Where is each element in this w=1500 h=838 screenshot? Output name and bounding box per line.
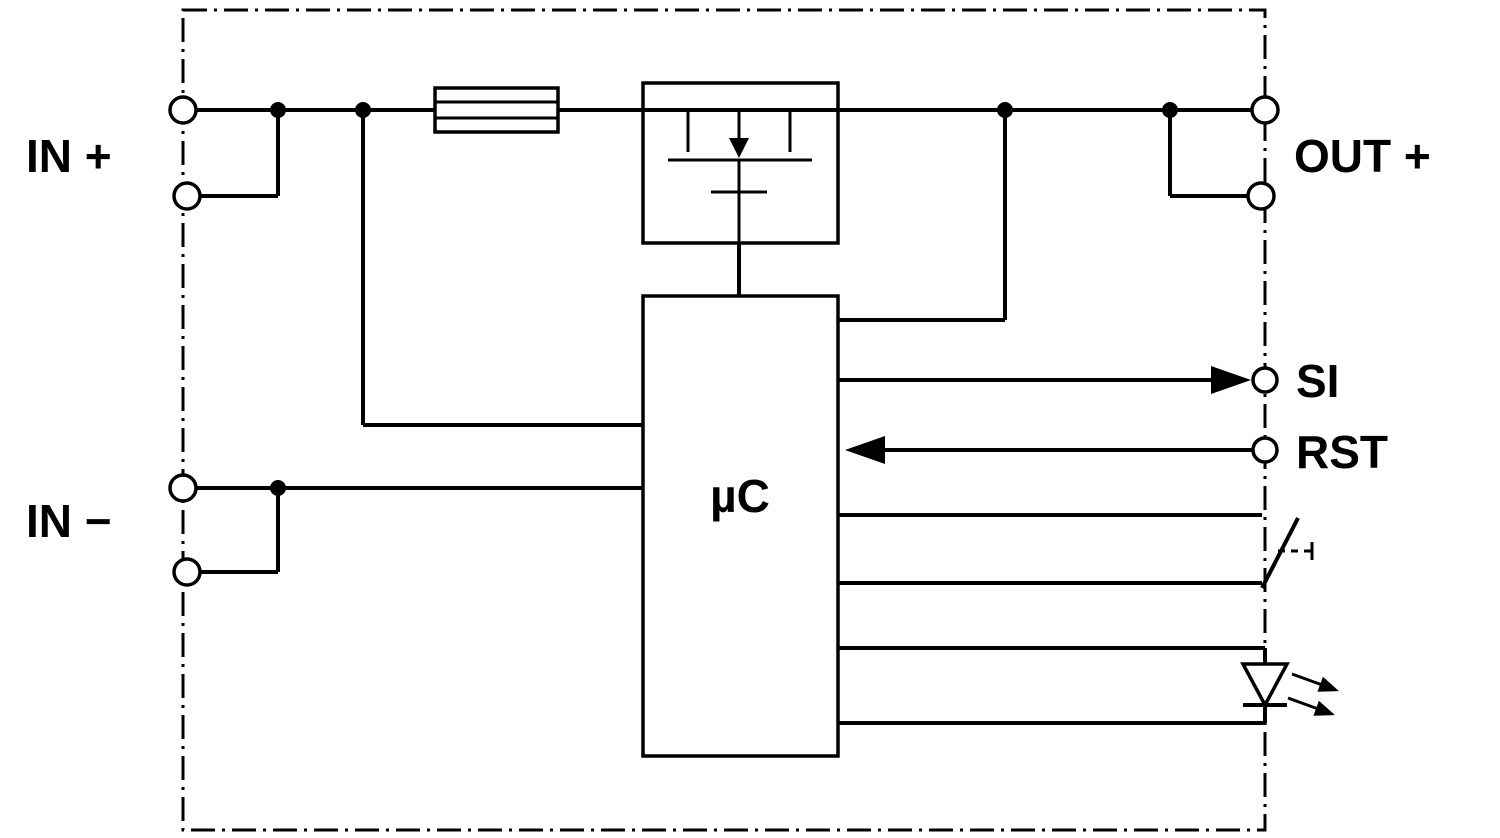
fuse-icon <box>433 86 560 134</box>
terminal-out-plus <box>1250 95 1280 125</box>
arrow-head <box>1313 700 1335 716</box>
mcu-label: µC <box>710 470 770 522</box>
mosfet-icon <box>641 81 840 245</box>
junction-dot <box>270 480 286 496</box>
terminal-in-minus <box>168 473 198 503</box>
label-si: SI <box>1296 355 1339 407</box>
arrow-stem <box>1287 696 1321 712</box>
label-out-plus: OUT + <box>1294 130 1431 182</box>
terminal-in-plus-2 <box>172 181 202 211</box>
fuse-body <box>433 86 560 134</box>
terminals <box>168 95 1280 587</box>
enclosure-border <box>181 8 1267 832</box>
rst-arrowhead <box>845 436 885 464</box>
pushbutton-contact <box>1260 517 1300 589</box>
label-rst: RST <box>1296 426 1388 478</box>
led-emission-arrow <box>1287 696 1335 716</box>
led-icon <box>1240 662 1339 716</box>
arrow-stem <box>1291 672 1325 688</box>
junction-dot <box>1162 102 1178 118</box>
arrow-head <box>1317 676 1339 692</box>
terminal-rst <box>1251 436 1279 464</box>
led-emission-arrow <box>1291 672 1339 692</box>
junction-dot <box>270 102 286 118</box>
terminal-in-minus-2 <box>172 557 202 587</box>
fuse-inner <box>433 100 560 120</box>
mosfet-arrowhead <box>729 138 749 158</box>
terminal-si <box>1251 366 1279 394</box>
junction-dot <box>997 102 1013 118</box>
pushbutton-icon <box>1260 517 1314 589</box>
led-triangle <box>1240 662 1290 709</box>
label-in-minus: IN − <box>26 495 112 547</box>
microcontroller-block: µC <box>641 294 840 758</box>
wiring <box>196 108 1267 725</box>
junction-dots <box>270 102 1178 496</box>
label-in-plus: IN + <box>26 130 112 182</box>
si-arrowhead <box>1211 366 1251 394</box>
mcu-box <box>641 294 840 758</box>
terminal-out-plus-2 <box>1246 181 1276 211</box>
terminal-in-plus <box>168 95 198 125</box>
junction-dot <box>355 102 371 118</box>
